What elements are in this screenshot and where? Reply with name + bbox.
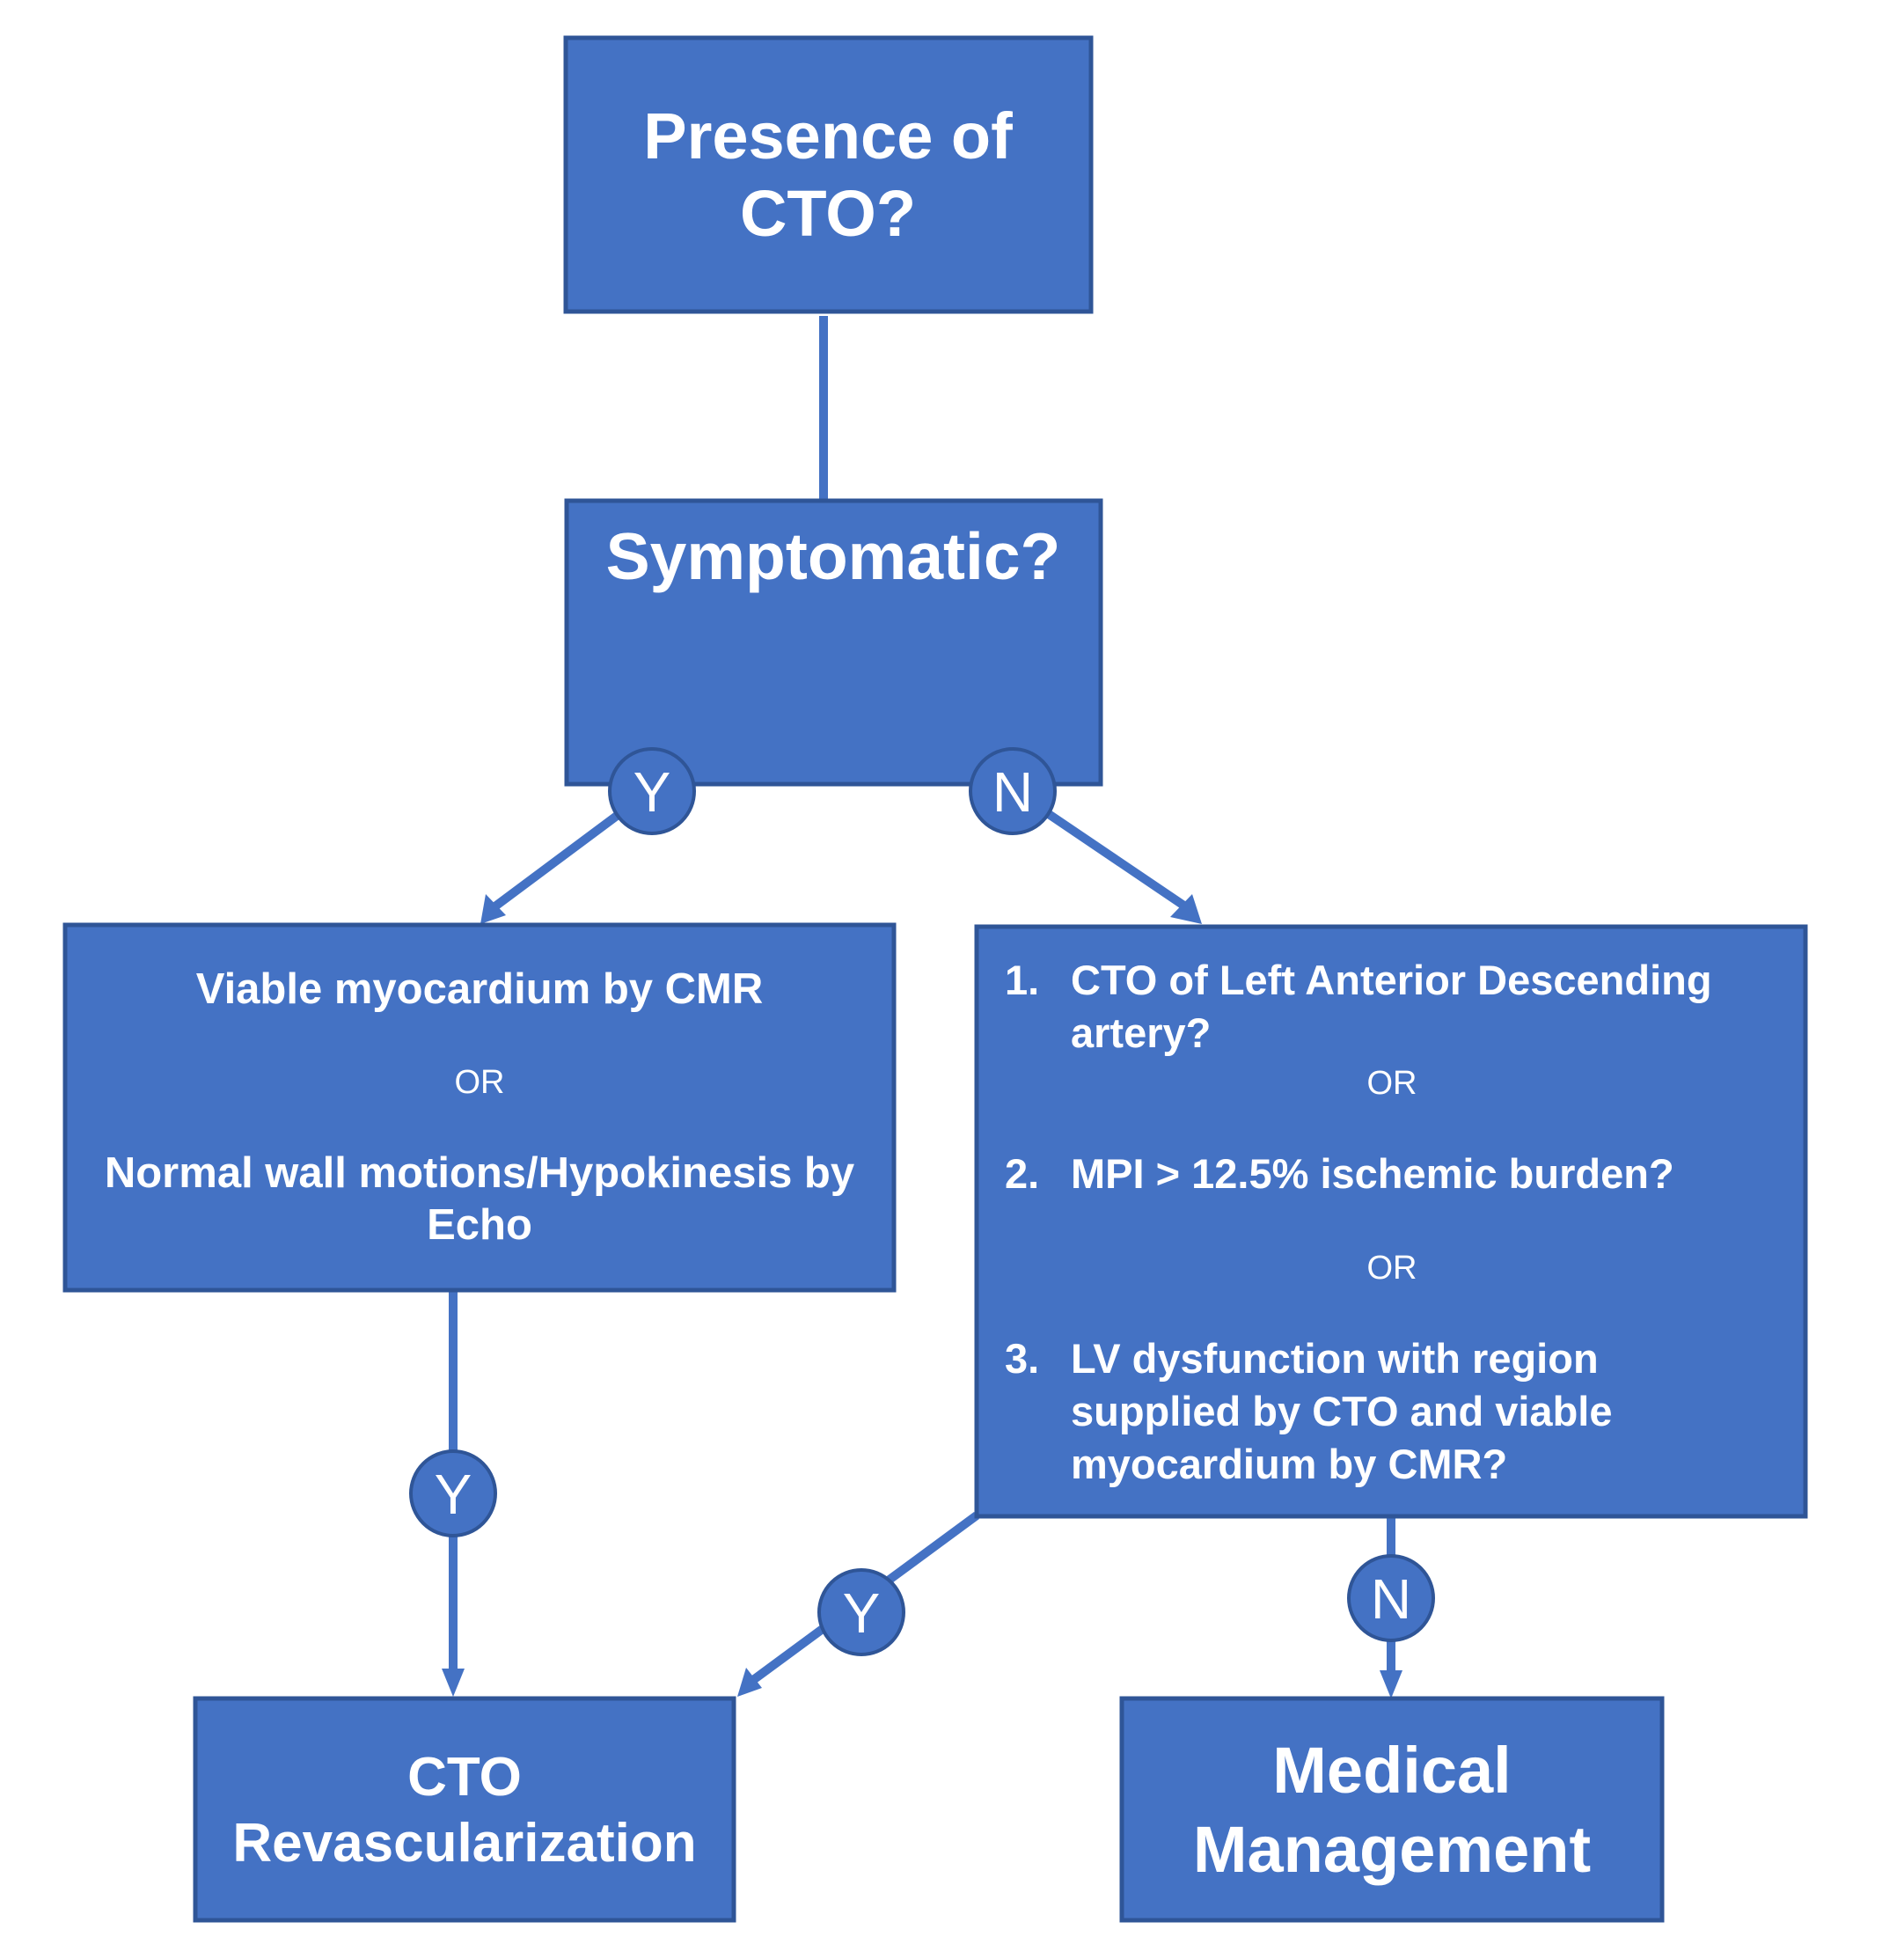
criteria-item-3-line-2: supplied by CTO and viable: [1071, 1388, 1612, 1434]
decision-criteria-yes: Y: [817, 1568, 905, 1656]
criteria-item-2-line-1: MPI > 12.5% ischemic burden?: [1071, 1150, 1674, 1197]
criteria-item-1-line-1: CTO of Left Anterior Descending: [1071, 957, 1712, 1003]
arrowhead-viability: [480, 894, 506, 924]
viability-line-3: Echo: [427, 1201, 532, 1249]
presence-label-line-1: Presence of: [643, 99, 1013, 172]
node-presence-of-cto: Presence of CTO?: [563, 35, 1094, 314]
no-circle: [969, 747, 1057, 835]
criteria-item-3: 3. LV dysfunction with region supplied b…: [1005, 1335, 1612, 1487]
viability-line-2: Normal wall motions/Hypokinesis by: [105, 1149, 854, 1197]
yes-label: Y: [843, 1581, 881, 1645]
decision-criteria-no: N: [1347, 1554, 1435, 1642]
medical-line-1: Medical: [1272, 1734, 1511, 1807]
criteria-box: [974, 924, 1808, 1519]
symptomatic-box: [564, 498, 1103, 787]
decision-symptomatic-yes: Y: [608, 747, 696, 835]
medical-box: [1119, 1696, 1665, 1923]
revascularization-line-1: CTO: [407, 1747, 522, 1808]
yes-label: Y: [435, 1463, 472, 1526]
criteria-item-1-line-2: artery?: [1071, 1009, 1211, 1056]
yes-circle: [817, 1568, 905, 1656]
node-criteria: 1. CTO of Left Anterior Descending arter…: [974, 924, 1808, 1519]
decision-viability-yes: Y: [409, 1449, 497, 1537]
medical-line-2: Management: [1193, 1813, 1591, 1886]
yes-circle: [608, 747, 696, 835]
criteria-item-3-line-3: myocardium by CMR?: [1071, 1441, 1507, 1487]
presence-box: [563, 35, 1094, 314]
node-symptomatic: Symptomatic?: [564, 498, 1103, 787]
node-medical-management: Medical Management: [1119, 1696, 1665, 1923]
arrowhead-revascularization-diagonal: [737, 1668, 762, 1697]
arrowhead-revascularization-vertical: [442, 1669, 465, 1697]
criteria-or-2: OR: [1367, 1250, 1417, 1287]
yes-label: Y: [633, 760, 671, 824]
node-cto-revascularization: CTO Revascularization: [193, 1696, 736, 1923]
decision-symptomatic-no: N: [969, 747, 1057, 835]
node-viability: Viable myocardium by CMR OR Normal wall …: [62, 922, 897, 1293]
presence-label-line-2: CTO?: [740, 177, 916, 250]
criteria-item-1: 1. CTO of Left Anterior Descending arter…: [1005, 957, 1712, 1056]
criteria-item-2: 2. MPI > 12.5% ischemic burden?: [1005, 1150, 1674, 1197]
revascularization-box: [193, 1696, 736, 1923]
viability-box: [62, 922, 897, 1293]
criteria-or-1: OR: [1367, 1065, 1417, 1102]
criteria-item-3-line-1: LV dysfunction with region: [1071, 1335, 1599, 1382]
no-label: N: [1371, 1567, 1411, 1631]
viability-line-1: Viable myocardium by CMR: [196, 965, 763, 1013]
no-circle: [1347, 1554, 1435, 1642]
viability-or: OR: [455, 1064, 505, 1101]
yes-circle: [409, 1449, 497, 1537]
arrowhead-medical: [1380, 1670, 1402, 1698]
revascularization-line-2: Revascularization: [232, 1813, 696, 1874]
criteria-item-2-number: 2.: [1005, 1150, 1039, 1197]
criteria-item-3-number: 3.: [1005, 1335, 1039, 1382]
arrowhead-criteria: [1170, 894, 1202, 924]
criteria-item-1-number: 1.: [1005, 957, 1039, 1003]
no-label: N: [992, 760, 1033, 824]
symptomatic-label: Symptomatic?: [606, 519, 1061, 593]
